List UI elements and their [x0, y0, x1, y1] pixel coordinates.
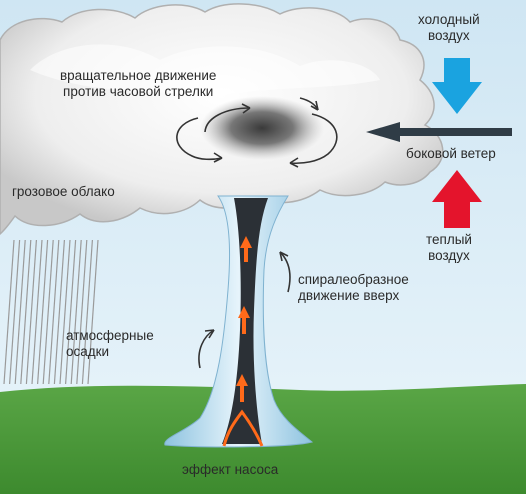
- rotation-arrows: [176, 97, 338, 168]
- rain-streak: [59, 239, 71, 385]
- rain-streak: [81, 239, 93, 385]
- rain-streak: [9, 239, 21, 385]
- rain-streak: [14, 239, 26, 385]
- updraft-arrows: [236, 236, 252, 402]
- label-storm-cloud: грозовое облако: [12, 184, 115, 199]
- pump-arrow: [222, 409, 264, 447]
- rain-streaks: [3, 239, 99, 385]
- rain-streak: [53, 239, 65, 385]
- spiral-arrows: [198, 251, 291, 369]
- warm-air-arrow: [432, 170, 482, 228]
- rain-streak: [31, 239, 43, 385]
- cold-air-arrow: [432, 58, 482, 114]
- rain-streak: [37, 239, 49, 385]
- label-side-wind: боковой ветер: [406, 146, 496, 161]
- rain-streak: [42, 239, 54, 385]
- side-wind-arrow: [366, 122, 512, 142]
- rain-streak: [3, 239, 15, 385]
- rain-streak: [20, 239, 32, 385]
- rain-streak: [70, 239, 82, 385]
- rain-streak: [87, 239, 99, 385]
- rain-streak: [25, 239, 37, 385]
- vortex-core: [200, 96, 324, 160]
- label-pump-effect: эффект насоса: [182, 462, 279, 477]
- rain-streak: [65, 239, 77, 385]
- rain-streak: [76, 239, 88, 385]
- rain-streak: [48, 239, 60, 385]
